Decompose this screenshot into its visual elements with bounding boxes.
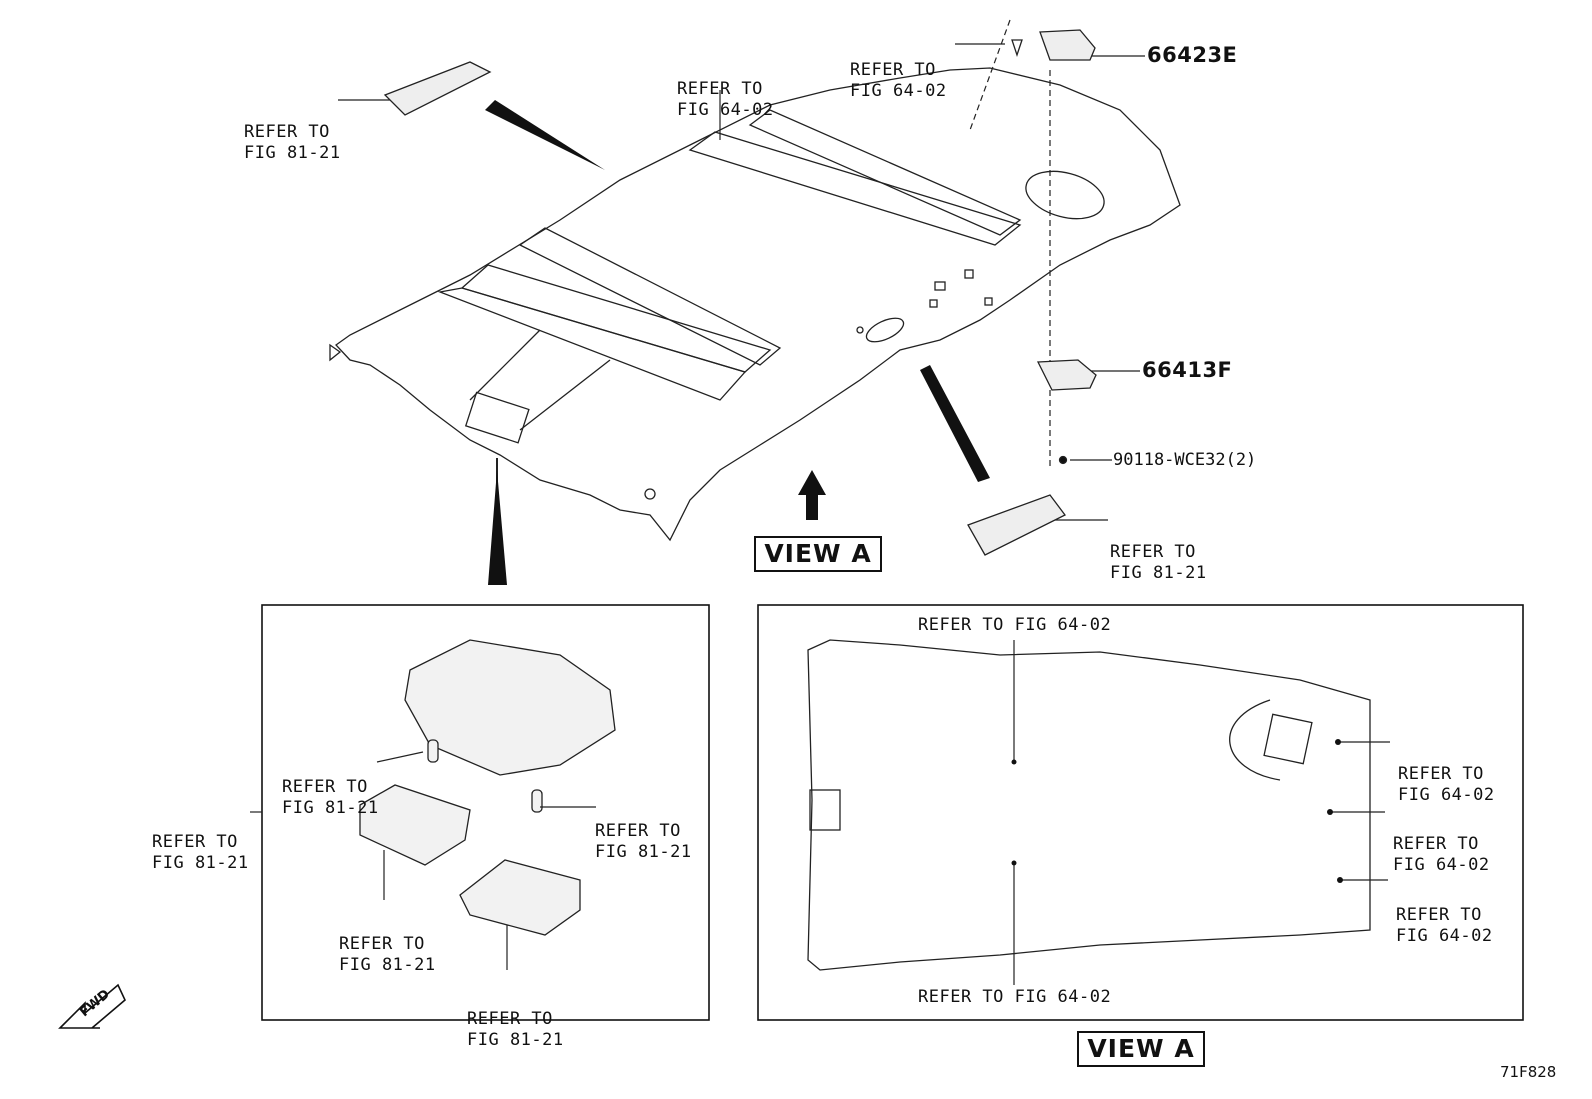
fwd-arrow [58,983,126,1029]
opening-rect [464,391,530,444]
strip-2 [518,227,782,366]
part-lamp-top [383,61,492,116]
view-a-tag-top: VIEW A [754,536,882,572]
view-a-sunroof [1263,713,1313,765]
view-a-opening [809,789,841,831]
view-a-tag-bottom: VIEW A [1077,1031,1205,1067]
bulb-1 [427,739,439,763]
lens-1 [359,784,471,866]
part-number-90118: 90118-WCE32(2) [1113,450,1257,470]
pointer-wedge-2 [920,365,990,482]
part-clip-top [1011,39,1023,58]
drawing-code: 71F828 [1500,1063,1557,1081]
pointer-wedge-3 [488,470,507,585]
bulb-2 [531,789,543,813]
view-a-arrow [798,470,826,520]
part-number-66423E: 66423E [1147,43,1238,67]
strip-3 [688,131,1022,246]
ref-label-view-a-bottom: REFER TO FIG 64-02 [918,987,1112,1007]
pointer-wedge-1 [485,100,605,170]
strip-4 [748,109,1022,236]
part-number-66413F: 66413F [1142,358,1233,382]
part-screw [1058,455,1068,465]
opening-round [1025,170,1105,220]
part-lamp-lower [967,494,1066,556]
opening-oval [865,317,905,343]
part-66423E [1039,29,1096,61]
lens-2 [459,859,581,936]
ref-label-view-a-top: REFER TO FIG 64-02 [918,615,1112,635]
console-assembly [404,639,616,776]
part-66413F [1036,359,1097,391]
strip-1b [437,287,747,401]
headliner-view-a [807,639,1371,971]
headliner-outline [335,67,1181,542]
inset-box-right [757,604,1524,1021]
